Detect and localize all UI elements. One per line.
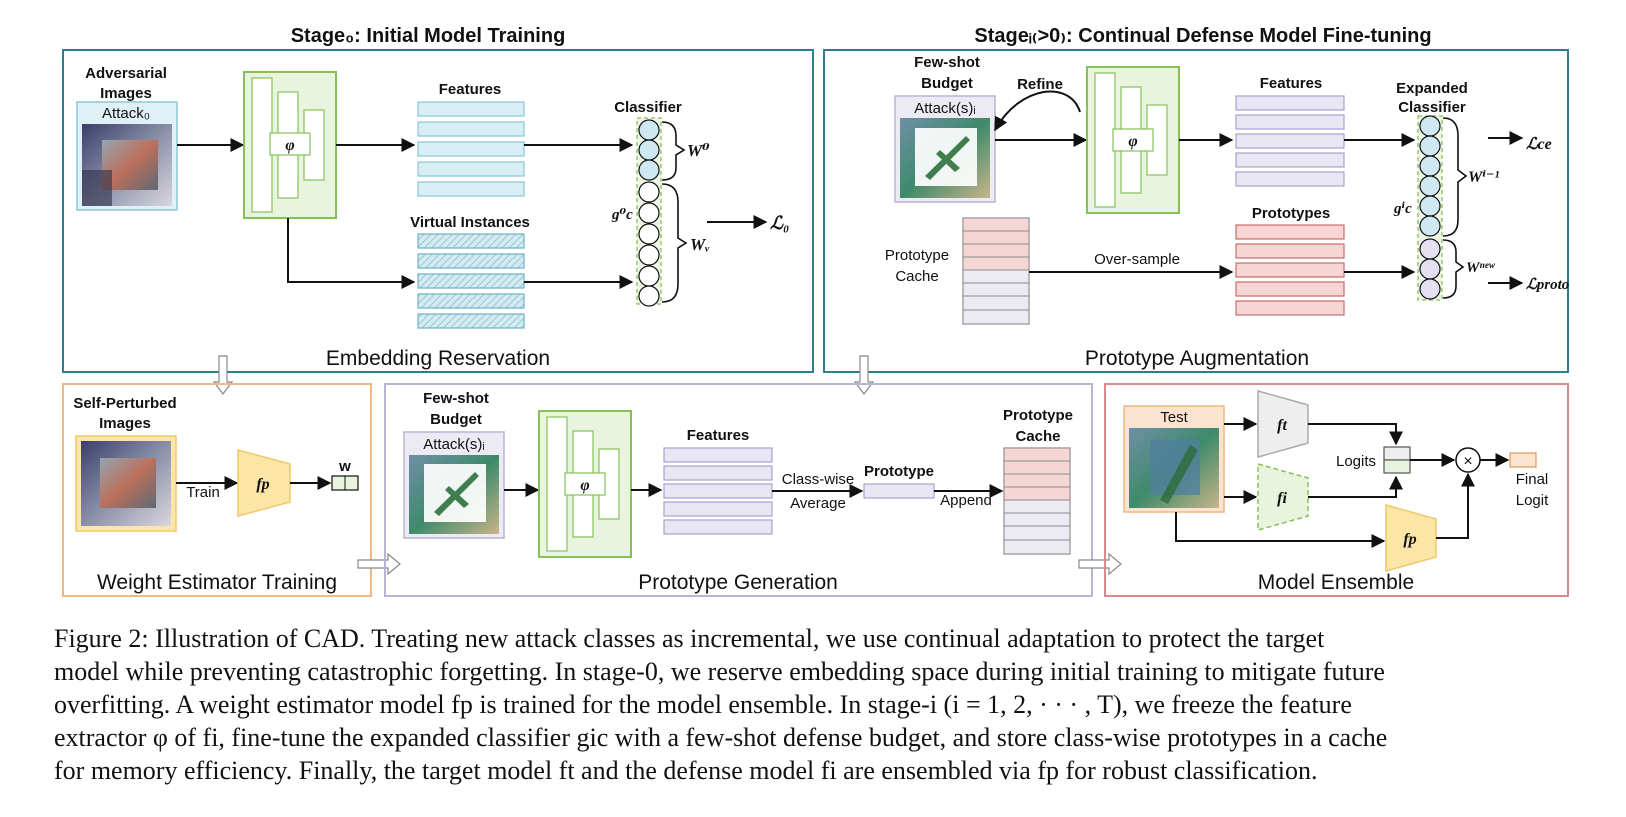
- protogen-extractor: [538, 410, 632, 558]
- stagei-classifier-label-2: Classifier: [1398, 99, 1466, 116]
- stage0-classifier: [636, 117, 662, 307]
- stagei-classifier: [1417, 115, 1443, 301]
- ensemble-multiply-label: ×: [1463, 453, 1472, 470]
- protogen-prototype: [863, 483, 935, 499]
- stage0-virtual-label: Virtual Instances: [410, 214, 530, 231]
- ensemble-ft-model: [1257, 390, 1309, 458]
- ensemble-fi-label: fi: [1277, 490, 1287, 507]
- protogen-append: Append: [940, 492, 992, 509]
- ensemble-panel-label: Model Ensemble: [1258, 571, 1414, 594]
- stage0-title: Stage₀: Initial Model Training: [291, 25, 566, 47]
- stage0-loss: ℒ₀: [770, 213, 789, 233]
- stagei-phi: φ: [1128, 133, 1137, 150]
- stage0-wv: Wᵥ: [690, 235, 710, 254]
- stagei-panel-label: Prototype Augmentation: [1085, 347, 1309, 370]
- weight-fp-label: fp: [256, 476, 269, 493]
- stage0-w0: W⁰: [687, 141, 710, 160]
- weight-panel-label: Weight Estimator Training: [97, 571, 337, 594]
- cad-diagram: Stage₀: Initial Model Training Adversari…: [62, 25, 1569, 597]
- stagei-cache-2: Cache: [895, 268, 938, 285]
- stagei-budget-1: Few-shot: [914, 54, 980, 71]
- stage0-extractor: [243, 71, 337, 219]
- right-arrow-right: [1078, 552, 1122, 576]
- stagei-w-prev: Wⁱ⁻¹: [1468, 169, 1500, 186]
- ensemble-fp-model: [1385, 504, 1437, 572]
- protogen-classwise-2: Average: [790, 495, 846, 512]
- weight-perturbed-image: [75, 435, 177, 532]
- stagei-cache-1: Prototype: [885, 247, 949, 264]
- ensemble-final-2: Logit: [1516, 492, 1549, 509]
- stage0-input-label-2: Images: [100, 85, 152, 102]
- weight-input-1: Self-Perturbed: [73, 395, 176, 412]
- ensemble-test-label: Test: [1160, 409, 1188, 426]
- caption-line: model while preventing catastrophic forg…: [54, 657, 1385, 686]
- protogen-prototype-label: Prototype: [864, 463, 934, 480]
- ensemble-logits-label: Logits: [1336, 453, 1376, 470]
- stage0-input-label-1: Adversarial: [85, 65, 167, 82]
- ensemble-fp-label: fp: [1403, 531, 1416, 548]
- protogen-budget-3: Attack(s)ᵢ: [423, 436, 485, 453]
- stagei-features: [1235, 95, 1345, 187]
- stagei-classifier-label-1: Expanded: [1396, 80, 1468, 97]
- stagei-oversample: Over-sample: [1094, 251, 1180, 268]
- ensemble-final-logit: [1509, 452, 1537, 468]
- figure-caption: Figure 2: Illustration of CAD. Treating …: [54, 622, 1574, 787]
- stagei-loss-proto: ℒproto: [1526, 277, 1569, 293]
- ensemble-panel: [1104, 383, 1569, 597]
- caption-line: overfitting. A weight estimator model fp…: [54, 690, 1352, 719]
- ensemble-fi-model: [1257, 463, 1309, 531]
- ensemble-ft-label: ft: [1277, 417, 1287, 434]
- weight-panel: [62, 383, 372, 597]
- stagei-refine: Refine: [1017, 76, 1063, 93]
- weight-fp-model: [237, 449, 291, 517]
- protogen-features-label: Features: [687, 427, 750, 444]
- stage0-features: [417, 101, 525, 197]
- protogen-panel-label: Prototype Generation: [638, 571, 838, 594]
- stage0-gc: g⁰c: [611, 207, 633, 223]
- caption-line: extractor φ of fi, fine-tune the expande…: [54, 723, 1388, 752]
- stagei-extractor: [1086, 66, 1180, 214]
- stagei-title: Stageᵢ₍>0₎: Continual Defense Model Fine…: [974, 25, 1431, 47]
- ensemble-logits: [1383, 446, 1411, 474]
- down-arrow-left: [212, 355, 234, 395]
- stagei-gc: gⁱc: [1393, 201, 1412, 217]
- down-arrow-right: [853, 355, 875, 395]
- protogen-panel: [384, 383, 1093, 597]
- stage0-input-label-3: Attack₀: [102, 105, 150, 122]
- weight-input-2: Images: [99, 415, 151, 432]
- protogen-prototype-cache: [1003, 447, 1071, 555]
- protogen-cache-2: Cache: [1015, 428, 1060, 445]
- stagei-prototypes: [1235, 224, 1345, 316]
- stagei-budget-3: Attack(s)ᵢ: [914, 100, 976, 117]
- protogen-phi: φ: [580, 477, 589, 494]
- stagei-loss-ce: ℒce: [1526, 136, 1552, 153]
- stagei-panel: [823, 49, 1569, 373]
- ensemble-test-image: [1129, 428, 1219, 508]
- stagei-features-label: Features: [1260, 75, 1323, 92]
- stage0-phi: φ: [285, 137, 294, 154]
- weight-train: Train: [186, 484, 220, 501]
- protogen-cache-1: Prototype: [1003, 407, 1073, 424]
- stagei-prototype-cache: [962, 217, 1030, 325]
- stage0-panel: [62, 49, 814, 373]
- ensemble-final-1: Final: [1516, 471, 1549, 488]
- weight-w-label: w: [338, 458, 351, 475]
- stagei-prototypes-label: Prototypes: [1252, 205, 1330, 222]
- caption-line: Figure 2: Illustration of CAD. Treating …: [54, 624, 1325, 653]
- protogen-attack-image: [409, 455, 499, 534]
- stage0-virtual-instances: [417, 233, 525, 329]
- protogen-features: [663, 447, 773, 535]
- stagei-w-new: Wⁿᵉʷ: [1466, 260, 1496, 276]
- stage0-features-label: Features: [439, 81, 502, 98]
- protogen-classwise-1: Class-wise: [782, 471, 855, 488]
- stage0-panel-label: Embedding Reservation: [326, 347, 550, 370]
- stage0-adversarial-image: [82, 124, 172, 206]
- stage0-classifier-label: Classifier: [614, 99, 682, 116]
- protogen-budget-2: Budget: [430, 411, 482, 428]
- caption-line: for memory efficiency. Finally, the targ…: [54, 756, 1318, 785]
- stagei-attack-image: [900, 118, 990, 198]
- stagei-budget-2: Budget: [921, 75, 973, 92]
- right-arrow-left: [357, 552, 401, 576]
- protogen-budget-1: Few-shot: [423, 390, 489, 407]
